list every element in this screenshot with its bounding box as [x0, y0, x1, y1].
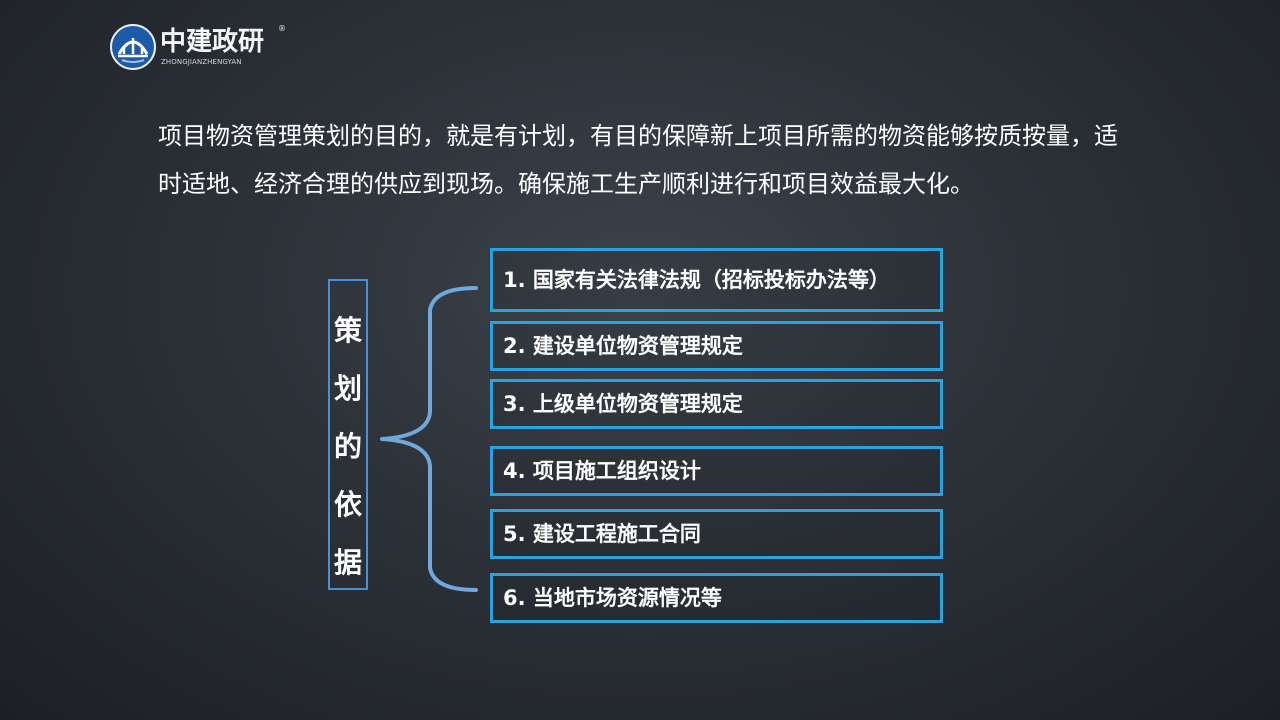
- basis-item-2: 2. 建设单位物资管理规定: [490, 321, 943, 371]
- basis-item-3: 3. 上级单位物资管理规定: [490, 379, 943, 429]
- vertical-title-box: 策 划 的 依 据: [328, 279, 368, 590]
- vertical-title-char: 据: [333, 546, 362, 579]
- logo-emblem-icon: [110, 24, 156, 70]
- logo-subtitle: ZHONGJIANZHENGYAN: [161, 58, 242, 66]
- vertical-title-char: 依: [333, 488, 362, 521]
- basis-item-5: 5. 建设工程施工合同: [490, 509, 943, 559]
- logo-registered-mark: ®: [278, 24, 286, 33]
- vertical-title-char: 的: [333, 430, 362, 463]
- logo-brand-text: 中建政研: [160, 27, 265, 57]
- vertical-title-char: 策: [333, 314, 362, 347]
- basis-item-6: 6. 当地市场资源情况等: [490, 573, 943, 623]
- curly-brace-connector: [380, 286, 478, 592]
- basis-item-4: 4. 项目施工组织设计: [490, 446, 943, 496]
- basis-item-1: 1. 国家有关法律法规（招标投标办法等）: [490, 248, 943, 312]
- intro-paragraph: 项目物资管理策划的目的，就是有计划，有目的保障新上项目所需的物资能够按质按量，适…: [158, 122, 1118, 198]
- vertical-title-char: 划: [333, 372, 362, 405]
- company-logo: 中建政研 ® ZHONGJIANZHENGYAN: [110, 24, 290, 70]
